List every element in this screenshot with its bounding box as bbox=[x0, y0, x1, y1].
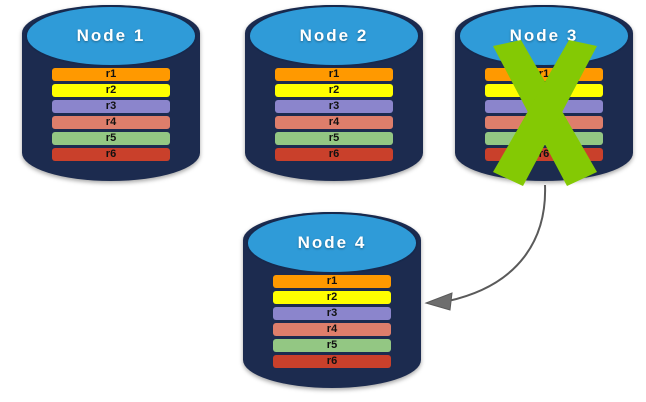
node-4-row-r4-label: r4 bbox=[326, 323, 338, 336]
node-1-row-r3-label: r3 bbox=[105, 100, 117, 113]
node-3-row-r2[interactable]: r2 bbox=[485, 84, 603, 98]
node-2-row-list: r1 r2 r3 r4 r5 r6 bbox=[275, 68, 393, 162]
node-1-title: Node 1 bbox=[76, 25, 146, 45]
node-2-row-r4-label: r4 bbox=[328, 116, 340, 129]
node-2-row-r5[interactable]: r5 bbox=[275, 132, 393, 146]
node-2-title: Node 2 bbox=[299, 25, 369, 45]
node-3-cylinder-top: Node 3 bbox=[457, 5, 631, 67]
node-4-row-r2-label: r2 bbox=[326, 291, 338, 304]
node-1-cylinder-top: Node 1 bbox=[24, 5, 198, 67]
failover-arrowhead-icon bbox=[424, 292, 453, 311]
node-3-row-r6[interactable]: r6 bbox=[485, 148, 603, 162]
node-2[interactable]: Node 2 r1 r2 r3 r4 r5 r6 bbox=[245, 5, 423, 181]
node-4-row-r2[interactable]: r2 bbox=[273, 291, 391, 305]
node-4-title: Node 4 bbox=[297, 232, 367, 252]
node-4-cylinder-top: Node 4 bbox=[245, 212, 419, 274]
node-1-row-r5-label: r5 bbox=[105, 132, 117, 145]
node-3[interactable]: Node 3 r1 r2 r3 r4 r5 r6 bbox=[455, 5, 633, 181]
node-4-row-r4[interactable]: r4 bbox=[273, 323, 391, 337]
node-4-row-r5[interactable]: r5 bbox=[273, 339, 391, 353]
node-3-row-r4-label: r4 bbox=[538, 116, 550, 129]
node-1-row-r2-label: r2 bbox=[105, 84, 117, 97]
node-2-row-r6-label: r6 bbox=[328, 148, 340, 161]
node-1-row-list: r1 r2 r3 r4 r5 r6 bbox=[52, 68, 170, 162]
node-4-row-r1-label: r1 bbox=[326, 275, 338, 288]
node-3-row-r5[interactable]: r5 bbox=[485, 132, 603, 146]
node-3-row-r4[interactable]: r4 bbox=[485, 116, 603, 130]
node-1-row-r4[interactable]: r4 bbox=[52, 116, 170, 130]
node-2-row-r2[interactable]: r2 bbox=[275, 84, 393, 98]
node-4-row-r3[interactable]: r3 bbox=[273, 307, 391, 321]
node-3-row-r6-label: r6 bbox=[538, 148, 550, 161]
failover-arrow-line bbox=[447, 184, 547, 302]
node-1-row-r3[interactable]: r3 bbox=[52, 100, 170, 114]
node-2-row-r1[interactable]: r1 bbox=[275, 68, 393, 82]
node-1-row-r2[interactable]: r2 bbox=[52, 84, 170, 98]
node-2-cylinder-top: Node 2 bbox=[247, 5, 421, 67]
node-1[interactable]: Node 1 r1 r2 r3 r4 r5 r6 bbox=[22, 5, 200, 181]
node-2-row-r3[interactable]: r3 bbox=[275, 100, 393, 114]
node-4-row-list: r1 r2 r3 r4 r5 r6 bbox=[273, 275, 391, 369]
node-3-row-r5-label: r5 bbox=[538, 132, 550, 145]
node-1-row-r1-label: r1 bbox=[105, 68, 117, 81]
node-4-row-r6[interactable]: r6 bbox=[273, 355, 391, 369]
node-1-row-r6[interactable]: r6 bbox=[52, 148, 170, 162]
node-2-row-r3-label: r3 bbox=[328, 100, 340, 113]
node-3-row-r1[interactable]: r1 bbox=[485, 68, 603, 82]
node-3-row-r2-label: r2 bbox=[538, 84, 550, 97]
node-3-title: Node 3 bbox=[509, 25, 579, 45]
node-3-row-r3[interactable]: r3 bbox=[485, 100, 603, 114]
node-2-row-r5-label: r5 bbox=[328, 132, 340, 145]
node-4[interactable]: Node 4 r1 r2 r3 r4 r5 r6 bbox=[243, 212, 421, 388]
node-2-row-r1-label: r1 bbox=[328, 68, 340, 81]
node-1-row-r6-label: r6 bbox=[105, 148, 117, 161]
node-3-row-r1-label: r1 bbox=[538, 68, 550, 81]
node-4-row-r6-label: r6 bbox=[326, 355, 338, 368]
node-4-row-r5-label: r5 bbox=[326, 339, 338, 352]
node-2-row-r2-label: r2 bbox=[328, 84, 340, 97]
node-2-row-r6[interactable]: r6 bbox=[275, 148, 393, 162]
node-3-row-list: r1 r2 r3 r4 r5 r6 bbox=[485, 68, 603, 162]
node-4-row-r1[interactable]: r1 bbox=[273, 275, 391, 289]
node-1-row-r4-label: r4 bbox=[105, 116, 117, 129]
node-2-row-r4[interactable]: r4 bbox=[275, 116, 393, 130]
node-4-row-r3-label: r3 bbox=[326, 307, 338, 320]
node-1-row-r1[interactable]: r1 bbox=[52, 68, 170, 82]
node-3-row-r3-label: r3 bbox=[538, 100, 550, 113]
node-1-row-r5[interactable]: r5 bbox=[52, 132, 170, 146]
